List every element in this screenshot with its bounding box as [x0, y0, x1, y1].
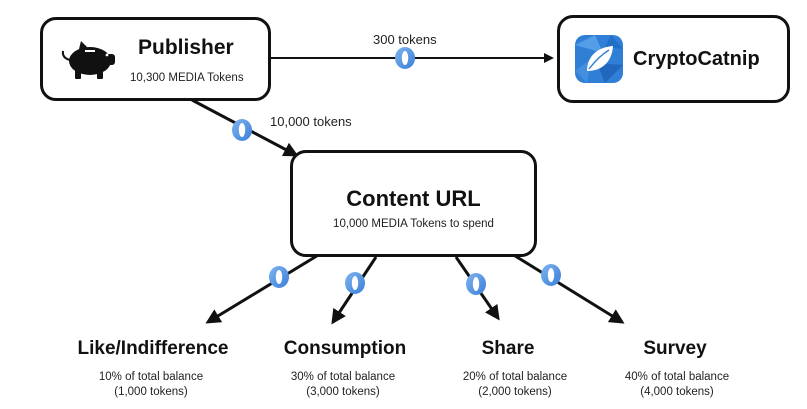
- category-percent-consumption: 30% of total balance: [290, 371, 396, 383]
- category-tokens-consumption: (3,000 tokens): [306, 386, 380, 398]
- arrow-content-to-survey: [511, 252, 625, 324]
- category-title-share: Share: [481, 338, 535, 359]
- publisher-title: Publisher: [138, 36, 234, 59]
- edge-label-catnip: 300 tokens: [373, 32, 437, 47]
- category-tokens-survey: (4,000 tokens): [640, 386, 714, 398]
- cryptocatnip-title: CryptoCatnip: [633, 48, 760, 70]
- content-url-title: Content URL: [346, 186, 481, 211]
- media-token-icon: [541, 264, 561, 286]
- media-token-icon: [395, 47, 415, 69]
- category-tokens-share: (2,000 tokens): [478, 386, 552, 398]
- category-percent-survey: 40% of total balance: [624, 371, 730, 383]
- edge-label-content: 10,000 tokens: [270, 114, 352, 129]
- category-title-like: Like/Indifference: [77, 338, 229, 359]
- category-percent-like: 10% of total balance: [98, 371, 204, 383]
- piggy-bank-icon: [61, 41, 115, 79]
- media-token-icon: [269, 266, 289, 288]
- category-title-survey: Survey: [643, 338, 707, 359]
- content-url-node: Content URL 10,000 MEDIA Tokens to spend: [290, 150, 537, 257]
- media-token-icon: [466, 273, 486, 295]
- media-token-icon: [345, 272, 365, 294]
- media-token-icon: [232, 119, 252, 141]
- content-url-balance: 10,000 MEDIA Tokens to spend: [333, 218, 494, 230]
- category-tokens-like: (1,000 tokens): [114, 386, 188, 398]
- publisher-balance: 10,300 MEDIA Tokens: [130, 72, 244, 84]
- publisher-node: Publisher 10,300 MEDIA Tokens: [40, 17, 271, 101]
- cryptocatnip-node: CryptoCatnip: [557, 15, 790, 103]
- category-title-consumption: Consumption: [283, 338, 407, 359]
- cryptocatnip-logo-icon: [575, 35, 623, 83]
- category-percent-share: 20% of total balance: [462, 371, 568, 383]
- arrow-content-to-like: [205, 252, 321, 324]
